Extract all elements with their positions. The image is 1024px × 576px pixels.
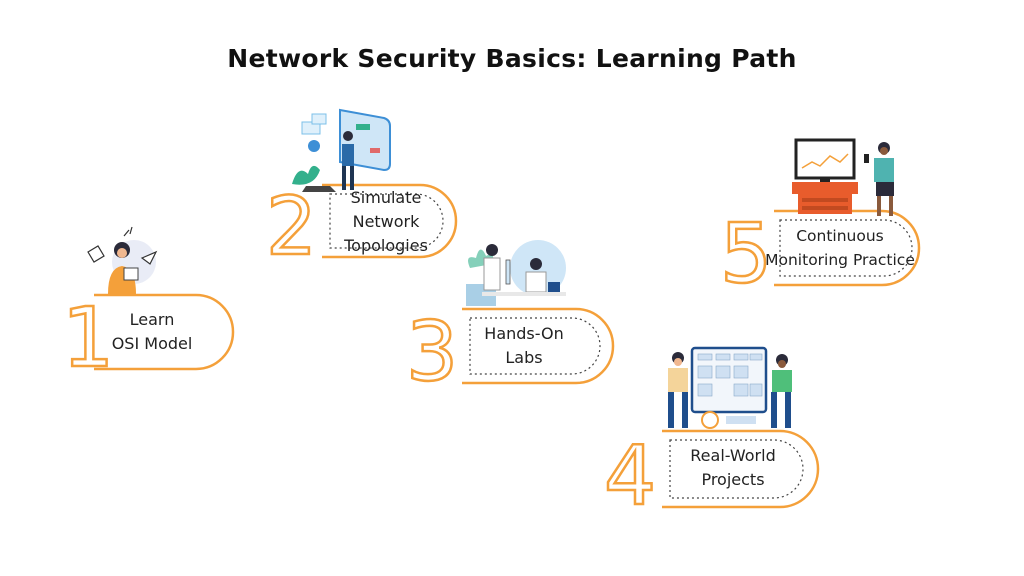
scientists-lab-icon <box>466 240 566 306</box>
step-number: 3 <box>406 305 458 400</box>
step-5-frame: 5 <box>719 206 921 303</box>
step-1: 1 Learn OSI Model <box>58 290 235 387</box>
step-number: 5 <box>720 207 772 302</box>
step-5-label: Continuous Monitoring Practice <box>756 222 924 274</box>
step-number: 2 <box>266 180 317 273</box>
step-label-line: Hands-On <box>484 324 564 343</box>
step-3-label: Hands-On Labs <box>468 320 580 372</box>
page-title: Network Security Basics: Learning Path <box>227 44 797 73</box>
person-touchscreen-icon <box>292 108 391 192</box>
step-label-line: Real-World <box>690 446 776 465</box>
step-1-label: Learn OSI Model <box>92 306 212 358</box>
step-5: 5 Continuous Monitoring Practice <box>718 206 924 303</box>
person-reading-icon <box>87 226 158 294</box>
step-2-frame: 2 <box>265 179 458 274</box>
step-1-frame: 1 <box>61 290 235 387</box>
step-3-frame: 3 <box>405 304 615 401</box>
step-label-line: Projects <box>701 470 765 489</box>
step-2-label: Simulate Network Topologies <box>318 188 454 255</box>
step-4: 4 Real-World Projects <box>602 428 820 525</box>
step-label-line: Simulate Network <box>350 188 422 231</box>
step-label-line: Learn <box>129 310 175 329</box>
team-kanban-board-icon <box>668 346 792 429</box>
person-monitor-desk-icon <box>792 138 894 216</box>
step-label-line: OSI Model <box>111 334 193 353</box>
step-label-line: Continuous <box>796 227 884 245</box>
step-label-line: Topologies <box>344 236 428 255</box>
step-4-label: Real-World Projects <box>672 442 794 494</box>
step-4-frame: 4 <box>603 428 820 525</box>
step-2: 2 Simulate Network Topologies <box>264 179 460 274</box>
step-label-line: Monitoring Practice <box>765 251 915 269</box>
step-number: 1 <box>62 291 114 386</box>
step-number: 4 <box>604 429 656 524</box>
step-label-line: Labs <box>505 348 543 367</box>
step-3: 3 Hands-On Labs <box>404 304 618 401</box>
